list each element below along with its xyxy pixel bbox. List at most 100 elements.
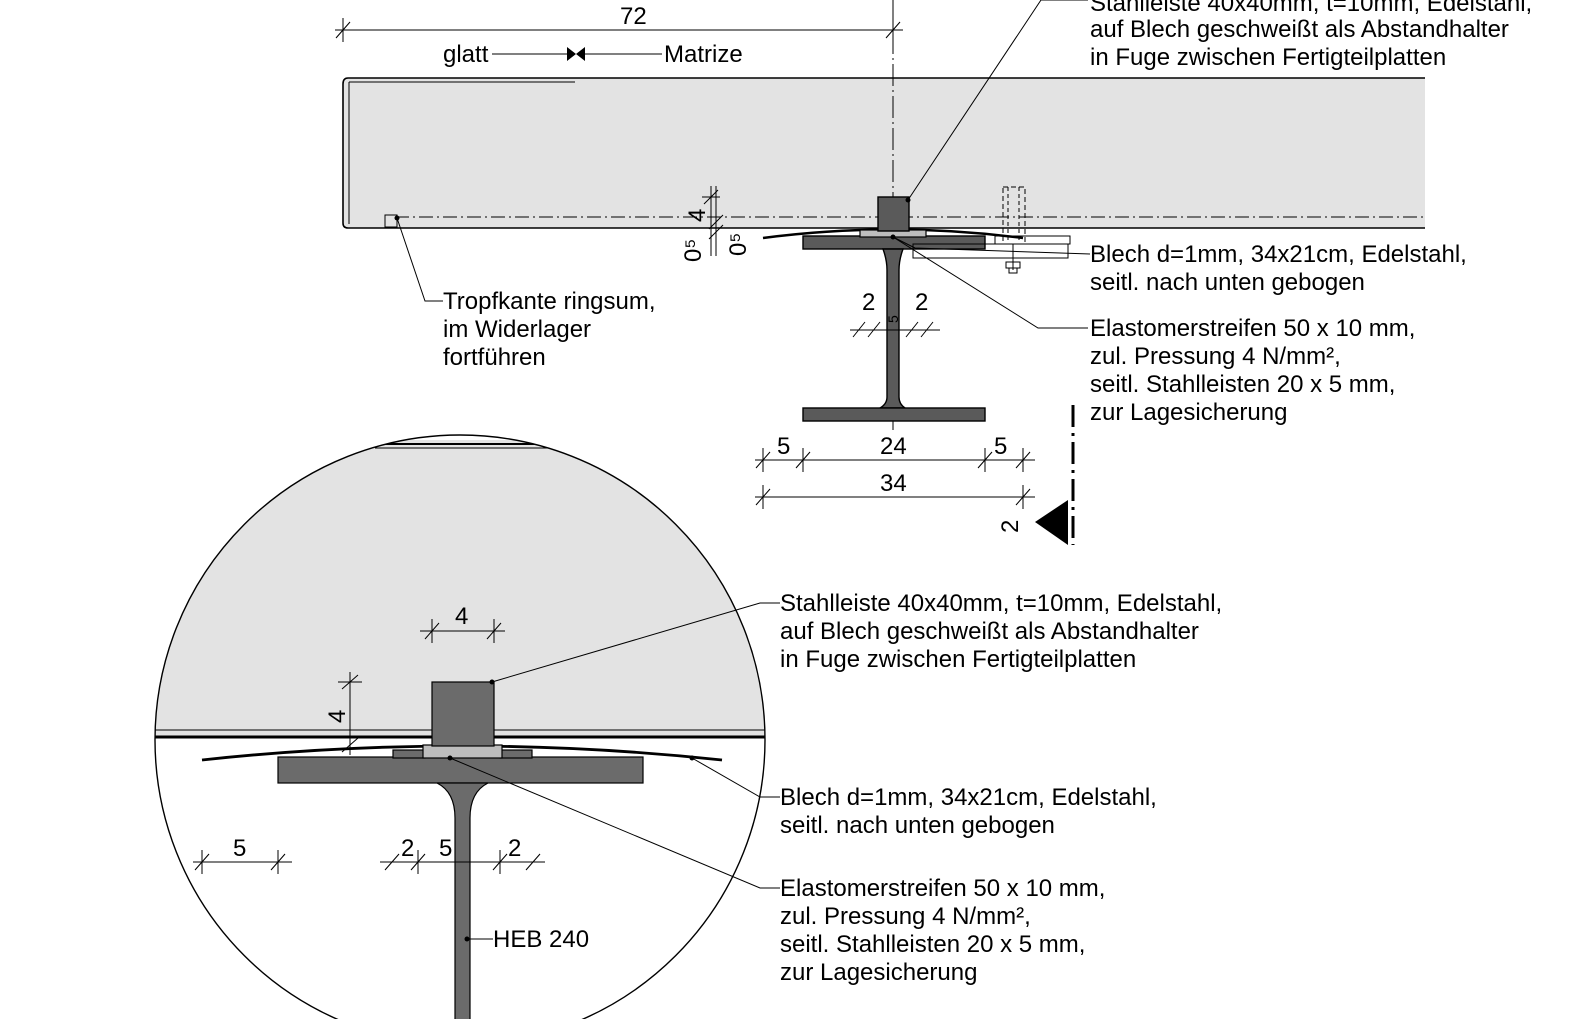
flange-dim-left-label: 5 xyxy=(777,433,790,460)
dim-tick xyxy=(905,321,919,338)
callout-line: in Fuge zwischen Fertigteilplatten xyxy=(1090,44,1446,71)
profile-label: HEB 240 xyxy=(493,926,589,953)
dim-tick xyxy=(708,224,724,240)
surface-left-label: glatt xyxy=(443,41,489,68)
callout-line: zul. Pressung 4 N/mm², xyxy=(1090,343,1341,370)
flange-dim-total-label: 34 xyxy=(880,470,907,497)
steel-bar xyxy=(877,196,910,232)
dim-tick xyxy=(755,488,771,506)
dim-tick xyxy=(795,451,811,469)
callout-stahlleiste-detail: Stahlleiste 40x40mm, t=10mm, Edelstahl, … xyxy=(780,590,1222,673)
bowtie-marker xyxy=(567,47,576,61)
detail-side-strip xyxy=(392,749,426,759)
detail-web xyxy=(436,782,489,1019)
leader-dot xyxy=(447,755,453,761)
detail-dim-4-top-label: 4 xyxy=(455,603,468,630)
dim-tick xyxy=(867,321,881,338)
web-dim-mid-label: 5 xyxy=(885,315,901,323)
dim-tick xyxy=(341,737,359,753)
dim-tick xyxy=(486,622,502,640)
detail-top-flange xyxy=(277,756,644,784)
detail-dim-2-right-label: 2 xyxy=(508,835,521,862)
callout-line: seitl. Stahlleisten 20 x 5 mm, xyxy=(780,931,1085,958)
callout-line: seitl. nach unten gebogen xyxy=(780,812,1055,839)
clamp-bolt-detail xyxy=(912,186,1071,274)
detail-dim-4-side-label: 4 xyxy=(324,710,351,723)
dim-tick xyxy=(384,853,400,871)
bolt-end xyxy=(1008,267,1018,274)
detail-circle xyxy=(154,434,766,1019)
callout-line: Blech d=1mm, 34x21cm, Edelstahl, xyxy=(780,784,1157,811)
web-dim-left-label: 2 xyxy=(862,289,875,316)
callout-line: Elastomerstreifen 50 x 10 mm, xyxy=(1090,315,1415,342)
callout-line: Blech d=1mm, 34x21cm, Edelstahl, xyxy=(1090,241,1467,268)
dim-tick xyxy=(194,853,210,871)
callout-stahlleiste-top: Stahlleiste 40x40mm, t=10mm, Edelstahl, … xyxy=(1090,0,1532,71)
callout-line: zul. Pressung 4 N/mm², xyxy=(780,903,1031,930)
leader-dot xyxy=(489,679,495,685)
callout-line: Tropfkante ringsum, xyxy=(443,288,656,315)
dim-tick xyxy=(920,321,934,338)
leader-dot xyxy=(890,234,896,240)
web xyxy=(877,248,908,409)
flange-dim-right-label: 5 xyxy=(994,433,1007,460)
callout-elastomer-detail: Elastomerstreifen 50 x 10 mm, zul. Press… xyxy=(780,875,1105,986)
dim-tick xyxy=(525,853,541,871)
leader-stahlleiste xyxy=(907,0,1088,201)
dim-tick xyxy=(885,21,901,39)
dim-tick xyxy=(335,21,351,39)
detail-steel-bar xyxy=(431,681,495,747)
callout-elastomer-top: Elastomerstreifen 50 x 10 mm, zul. Press… xyxy=(1090,315,1415,426)
dim-tick xyxy=(977,451,993,469)
dim-tick xyxy=(708,214,724,230)
detail-leader-blech xyxy=(691,757,780,798)
dim-72-label: 72 xyxy=(620,3,647,30)
callout-line: auf Blech geschweißt als Abstandhalter xyxy=(780,618,1199,645)
detail-dim-2-left-label: 2 xyxy=(401,835,414,862)
detail-dim-5-mid-label: 5 xyxy=(439,835,452,862)
detail-elastomer xyxy=(422,744,503,759)
dim-05-left-label: 0⁵ xyxy=(680,239,707,262)
callout-blech-detail: Blech d=1mm, 34x21cm, Edelstahl, seitl. … xyxy=(780,784,1157,839)
detail-dim-5-left-label: 5 xyxy=(233,835,246,862)
callout-line: Stahlleiste 40x40mm, t=10mm, Edelstahl, xyxy=(1090,0,1532,17)
detail-leader-elastomer xyxy=(449,757,780,889)
dim-05-right-label: 0⁵ xyxy=(725,233,752,256)
bottom-flange xyxy=(802,407,986,422)
dim-tick xyxy=(341,674,359,690)
drip-edge-symbol xyxy=(384,214,398,228)
callout-line: im Widerlager xyxy=(443,316,591,343)
top-section-view: 72 glatt Matrize xyxy=(335,0,1532,545)
surface-right-label: Matrize xyxy=(664,41,743,68)
dim-tick xyxy=(424,622,440,640)
callout-line: fortführen xyxy=(443,344,546,371)
web-dim-right-label: 2 xyxy=(915,289,928,316)
callout-line: auf Blech geschweißt als Abstandhalter xyxy=(1090,16,1509,43)
callout-tropfkante: Tropfkante ringsum, im Widerlager fortfü… xyxy=(443,288,656,371)
dim-tick xyxy=(492,853,508,871)
dim-tick xyxy=(410,853,426,871)
bowtie-marker xyxy=(576,47,585,61)
leader-blech xyxy=(894,237,1091,255)
leader-elastomer xyxy=(892,236,1088,329)
dim-tick xyxy=(1015,451,1031,469)
leader-tropfkante xyxy=(396,217,443,302)
callout-line: in Fuge zwischen Fertigteilplatten xyxy=(780,646,1136,673)
flange-dim-mid-label: 24 xyxy=(880,433,907,460)
leader-dot xyxy=(464,936,470,942)
callout-line: seitl. nach unten gebogen xyxy=(1090,269,1365,296)
callout-line: zur Lagesicherung xyxy=(780,959,977,986)
precast-slab xyxy=(342,77,1425,229)
detail-side-strip xyxy=(499,749,533,759)
dim-tick xyxy=(1015,488,1031,506)
clamp-bracket xyxy=(912,243,1069,259)
leader-dot xyxy=(905,197,911,203)
callout-blech-top: Blech d=1mm, 34x21cm, Edelstahl, seitl. … xyxy=(1090,241,1467,296)
callout-line: seitl. Stahlleisten 20 x 5 mm, xyxy=(1090,371,1395,398)
section-arrow xyxy=(1035,500,1068,545)
section-mark-label: 2 xyxy=(997,520,1024,533)
dim-tick xyxy=(852,321,866,338)
callout-line: Stahlleiste 40x40mm, t=10mm, Edelstahl, xyxy=(780,590,1222,617)
leader-dot xyxy=(689,755,695,761)
